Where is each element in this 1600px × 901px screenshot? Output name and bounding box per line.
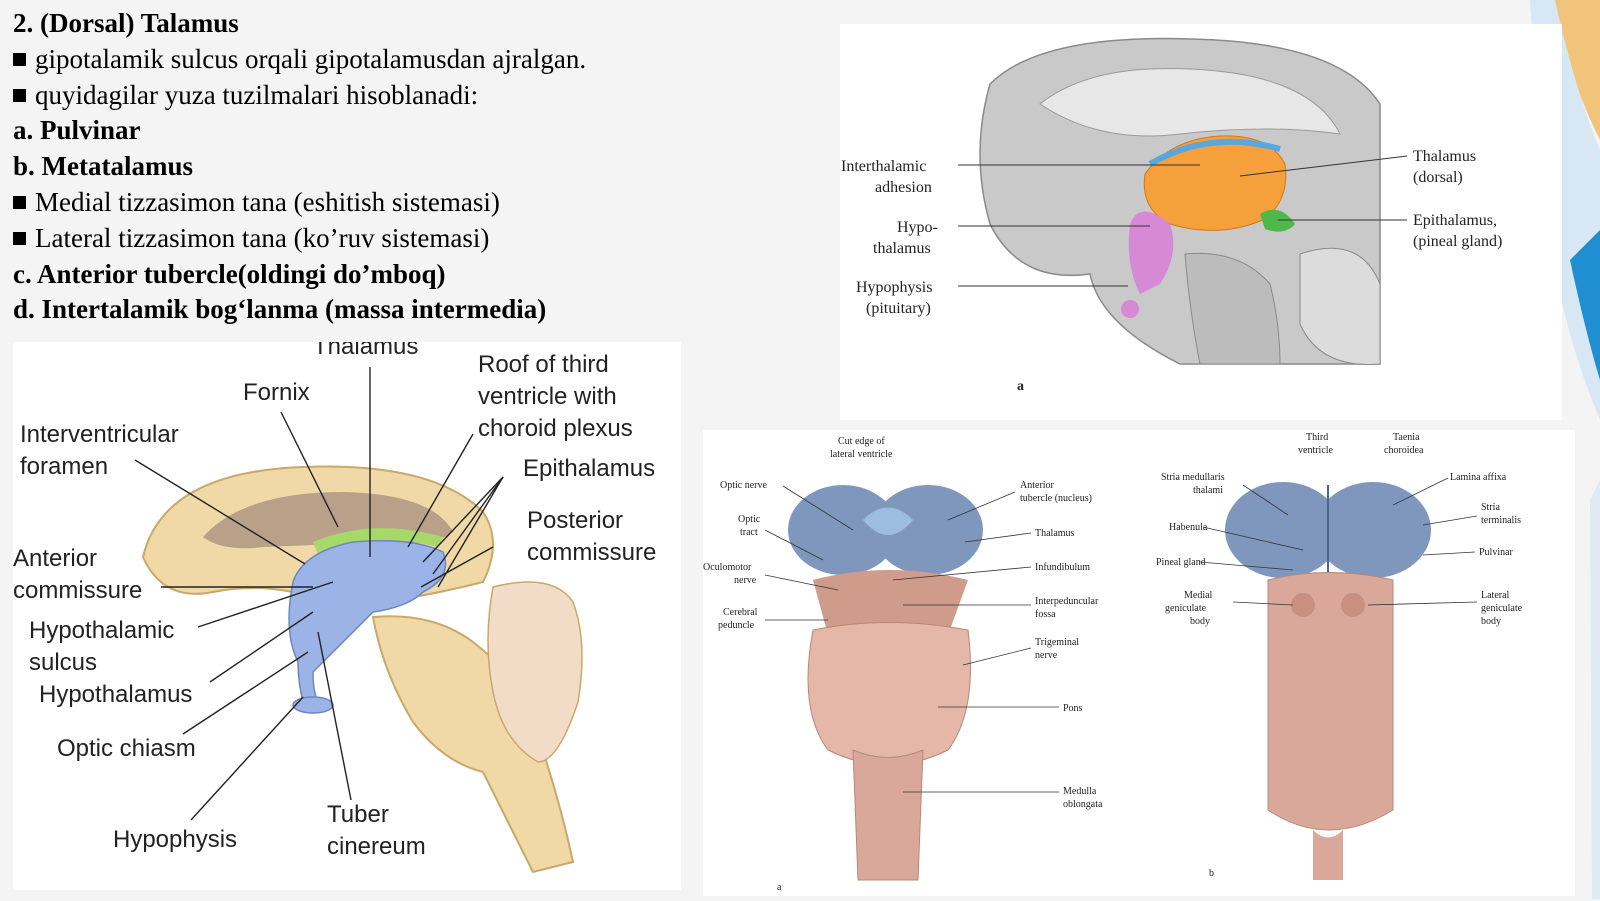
square-bullet-icon xyxy=(13,231,26,245)
label-habenula: Habenula xyxy=(1169,522,1208,533)
label-cut-edge-2: lateral ventricle xyxy=(830,449,893,460)
label-stria-terminalis-1: Stria xyxy=(1481,502,1500,513)
label-tuber-1: Tuber xyxy=(327,801,389,828)
bullet-text: gipotalamik sulcus orqali gipotalamusdan… xyxy=(35,43,587,74)
label-infundibulum: Infundibulum xyxy=(1035,562,1090,573)
label-thalamus: Thalamus xyxy=(313,342,418,360)
bullet-line: Lateral tizzasimon tana (ko’ruv sistemas… xyxy=(13,221,703,257)
label-medial-geniculate-2: geniculate xyxy=(1165,603,1207,614)
label-stria-medullaris-2: thalami xyxy=(1193,485,1223,496)
label-optic-tract-1: Optic xyxy=(738,514,761,525)
label-pineal: Pineal gland xyxy=(1156,557,1206,568)
panel-letter-a: a xyxy=(1017,379,1024,394)
label-thalamus-dorsal-2: (dorsal) xyxy=(1413,169,1463,186)
label-roof-3: choroid plexus xyxy=(478,415,633,442)
brainstem-diagram: Cut edge of lateral ventricle Optic nerv… xyxy=(703,430,1575,896)
dorsal-view xyxy=(1225,482,1431,880)
label-interthalamic-1: Interthalamic xyxy=(841,158,926,175)
label-cerebral-1: Cerebral xyxy=(723,607,758,618)
label-anterior-tubercle-2: tubercle (nucleus) xyxy=(1020,493,1092,504)
label-third-ventricle-1: Third xyxy=(1306,432,1328,443)
label-anterior-tubercle-1: Anterior xyxy=(1020,480,1055,491)
label-oculomotor-1: Oculomotor xyxy=(703,562,752,573)
panel-letter-b: b xyxy=(1209,868,1214,879)
label-optic-chiasm: Optic chiasm xyxy=(57,735,196,762)
label-third-ventricle-2: ventricle xyxy=(1298,445,1334,456)
label-optic-tract-2: tract xyxy=(740,527,758,538)
label-interthalamic-2: adhesion xyxy=(875,179,932,196)
label-tuber-2: cinereum xyxy=(327,833,426,860)
label-interpeduncular-1: Interpeduncular xyxy=(1035,596,1099,607)
label-oculomotor-2: nerve xyxy=(734,575,757,586)
label-stria-terminalis-2: terminalis xyxy=(1481,515,1521,526)
label-posterior-2: commissure xyxy=(527,539,656,566)
label-epithalamus-1: Epithalamus, xyxy=(1413,212,1497,229)
label-pulvinar: Pulvinar xyxy=(1479,547,1514,558)
bullet-line: gipotalamik sulcus orqali gipotalamusdan… xyxy=(13,42,703,78)
label-roof-1: Roof of third xyxy=(478,351,609,378)
label-thalamus-small: Thalamus xyxy=(1035,528,1075,539)
label-trigeminal-1: Trigeminal xyxy=(1035,637,1079,648)
ventral-view xyxy=(788,485,983,881)
label-hypophysis-2: (pituitary) xyxy=(866,300,931,317)
label-optic-nerve: Optic nerve xyxy=(720,480,767,491)
item-a: a. Pulvinar xyxy=(13,115,141,146)
label-lamina-affixa: Lamina affixa xyxy=(1450,472,1507,483)
label-lateral-geniculate-3: body xyxy=(1481,616,1501,627)
label-hypothalamic-2: sulcus xyxy=(29,649,97,676)
label-interventricular-2: foramen xyxy=(20,453,108,480)
label-stria-medullaris-1: Stria medullaris xyxy=(1161,472,1225,483)
label-interventricular-1: Interventricular xyxy=(20,421,179,448)
bullet-text: quyidagilar yuza tuzilmalari hisoblanadi… xyxy=(35,79,479,110)
label-medulla-1: Medulla xyxy=(1063,786,1097,797)
label-taenia-2: choroidea xyxy=(1384,445,1424,456)
slide-text: 2. (Dorsal) Talamus gipotalamik sulcus o… xyxy=(13,6,703,328)
label-hypo-2: thalamus xyxy=(873,240,931,257)
label-epithalamus: Epithalamus xyxy=(523,455,655,482)
square-bullet-icon xyxy=(13,52,26,66)
item-b: b. Metatalamus xyxy=(13,151,193,182)
label-lateral-geniculate-1: Lateral xyxy=(1481,590,1510,601)
label-fornix: Fornix xyxy=(243,379,310,406)
label-interpeduncular-2: fossa xyxy=(1035,609,1056,620)
label-medial-geniculate-1: Medial xyxy=(1184,590,1213,601)
label-anterior-1: Anterior xyxy=(13,545,97,572)
slide-title: 2. (Dorsal) Talamus xyxy=(13,8,239,38)
square-bullet-icon xyxy=(13,88,26,102)
bullet-line: Medial tizzasimon tana (eshitish sistema… xyxy=(13,185,703,221)
bullet-text: Medial tizzasimon tana (eshitish sistema… xyxy=(35,186,500,217)
label-thalamus-dorsal-1: Thalamus xyxy=(1413,148,1476,165)
square-bullet-icon xyxy=(13,195,26,209)
label-trigeminal-2: nerve xyxy=(1035,650,1058,661)
label-hypothalamic-1: Hypothalamic xyxy=(29,617,174,644)
label-hypophysis-1: Hypophysis xyxy=(856,279,932,296)
label-taenia-1: Taenia xyxy=(1393,432,1420,443)
label-medial-geniculate-3: body xyxy=(1190,616,1210,627)
bullet-line: quyidagilar yuza tuzilmalari hisoblanadi… xyxy=(13,78,703,114)
label-lateral-geniculate-2: geniculate xyxy=(1481,603,1523,614)
bullet-text: Lateral tizzasimon tana (ko’ruv sistemas… xyxy=(35,222,490,253)
panel-letter-a-small: a xyxy=(777,882,782,893)
sagittal-diagram: Thalamus Fornix Roof of third ventricle … xyxy=(13,333,681,890)
label-epithalamus-2: (pineal gland) xyxy=(1413,233,1502,250)
label-hypothalamus: Hypothalamus xyxy=(39,681,192,708)
label-pons: Pons xyxy=(1063,703,1083,714)
label-cut-edge-1: Cut edge of xyxy=(838,436,885,447)
midsagittal-diagram: Interthalamic adhesion Hypo- thalamus Hy… xyxy=(840,24,1562,420)
label-roof-2: ventricle with xyxy=(478,383,617,410)
label-cerebral-2: peduncle xyxy=(718,620,755,631)
label-anterior-2: commissure xyxy=(13,577,142,604)
label-hypo-1: Hypo- xyxy=(897,219,938,236)
item-c: c. Anterior tubercle(oldingi do’mboq) xyxy=(13,258,446,289)
label-posterior-1: Posterior xyxy=(527,507,623,534)
item-d: d. Intertalamik bog‘lanma (massa interme… xyxy=(13,294,547,325)
label-hypophysis: Hypophysis xyxy=(113,826,237,853)
label-medulla-2: oblongata xyxy=(1063,799,1103,810)
